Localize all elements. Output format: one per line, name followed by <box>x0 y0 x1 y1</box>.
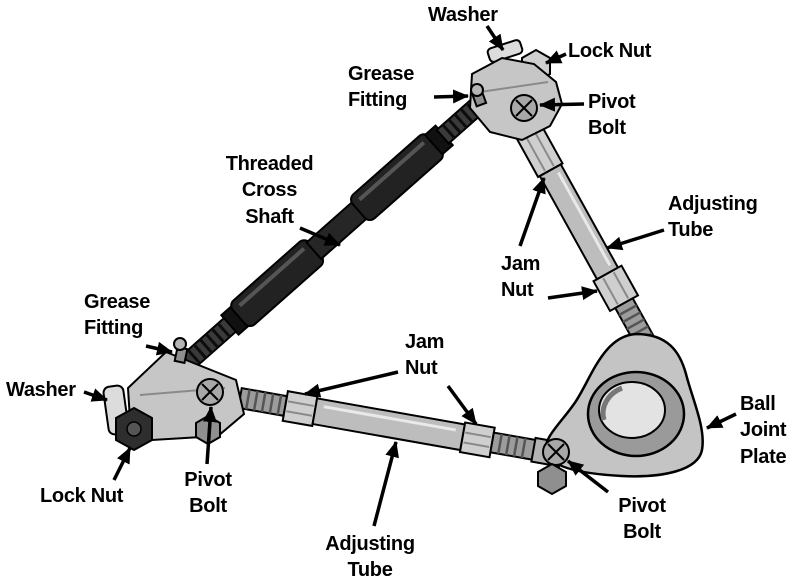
label-pivot-bolt-top: Pivot Bolt <box>588 91 636 140</box>
label-adjusting-tube-bottom: Adjusting Tube <box>325 533 415 582</box>
arrow-washer-left <box>83 388 108 402</box>
label-washer-top: Washer <box>428 4 498 26</box>
arrow-adjusting-tube-right <box>606 228 665 251</box>
label-jam-nut-center: Jam Nut <box>405 331 445 380</box>
label-lock-nut-top: Lock Nut <box>568 40 652 62</box>
left-grease-fitting-part <box>173 337 189 365</box>
right-adjusting-tube-part <box>514 121 660 355</box>
label-grease-fitting-top: Grease Fitting <box>348 63 415 112</box>
upper-clevis-part <box>468 39 564 142</box>
label-lock-nut-left: Lock Nut <box>40 485 124 507</box>
arrow-threaded-cross-shaft <box>299 226 341 247</box>
arrow-pivot-bolt-left <box>202 406 217 465</box>
arrow-jam-nut-center-right <box>446 384 478 426</box>
arrow-adjusting-tube-bottom <box>372 441 399 527</box>
label-washer-left: Washer <box>6 379 76 401</box>
label-pivot-bolt-left: Pivot Bolt <box>184 469 232 518</box>
arrow-lock-nut-left <box>112 447 132 481</box>
left-clevis-part <box>102 337 246 452</box>
lower-pivot-bolt-part <box>537 438 570 496</box>
arrow-grease-fitting-left <box>145 341 173 356</box>
label-threaded-cross-shaft: Threaded Cross Shaft <box>225 153 314 228</box>
arrow-jam-nut-center-left <box>304 370 399 398</box>
label-adjusting-tube-right: Adjusting Tube <box>668 193 758 242</box>
arrow-jam-nut-right-down <box>547 286 598 301</box>
label-jam-nut-right: Jam Nut <box>501 253 541 302</box>
arrow-ball-joint-plate <box>706 412 737 430</box>
label-grease-fitting-left: Grease Fitting <box>84 291 151 340</box>
threaded-cross-shaft-part <box>180 92 492 371</box>
arrow-grease-fitting-top <box>433 89 469 104</box>
arrow-washer-top <box>485 25 505 51</box>
callout-arrows <box>83 25 737 527</box>
upper-pivot-bolt-part <box>510 94 538 122</box>
label-pivot-bolt-bottom: Pivot Bolt <box>618 495 666 544</box>
upper-grease-fitting-part <box>470 83 488 108</box>
arrow-pivot-bolt-bottom <box>566 459 610 494</box>
ball-joint-plate-part <box>544 332 704 478</box>
label-ball-joint-plate: Ball Joint Plate <box>740 393 787 468</box>
arrow-lock-nut-top <box>545 50 567 65</box>
lower-adjusting-tube-part <box>237 386 565 468</box>
arrow-pivot-bolt-top <box>539 97 585 112</box>
arrow-jam-nut-right-up <box>518 177 546 247</box>
